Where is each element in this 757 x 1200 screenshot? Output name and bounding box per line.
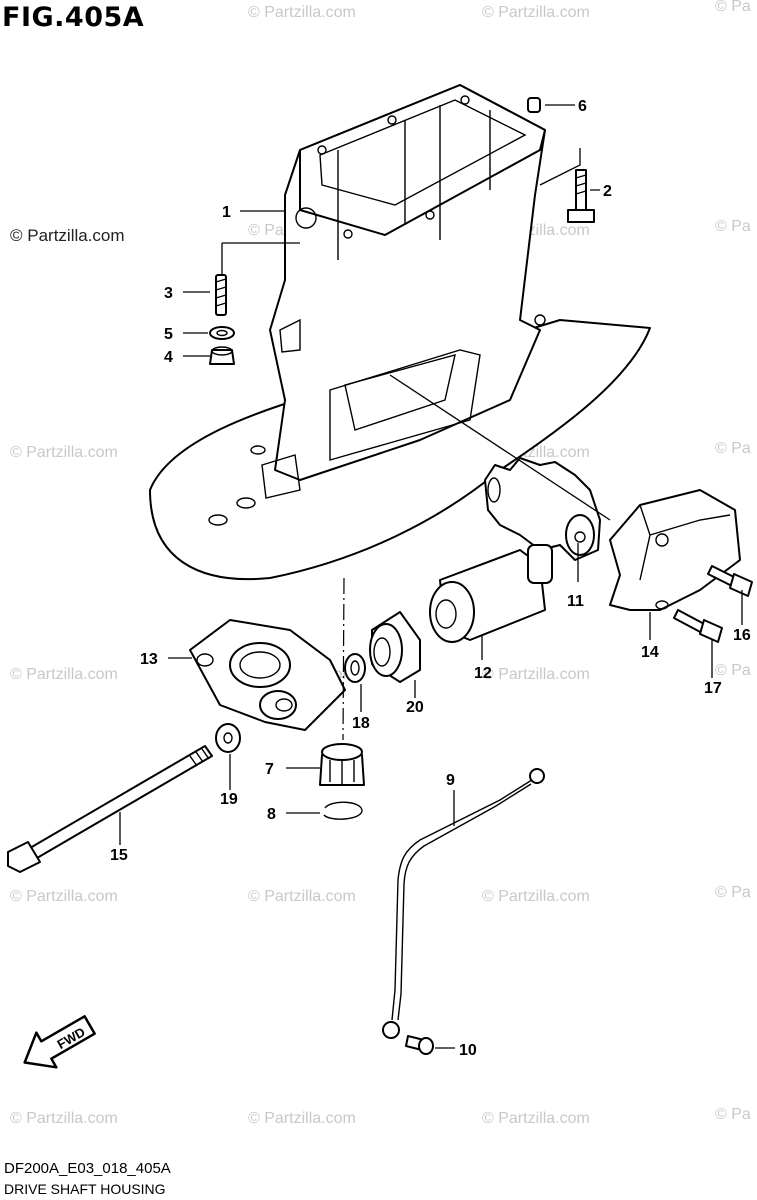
callout-6: 6 bbox=[578, 98, 587, 115]
dowel-pin-part bbox=[527, 97, 541, 113]
washer-part bbox=[209, 326, 235, 340]
nut-part bbox=[209, 346, 235, 365]
callout-16: 16 bbox=[733, 627, 751, 644]
callout-14: 14 bbox=[641, 644, 659, 661]
callout-15: 15 bbox=[110, 847, 128, 864]
callout-12: 12 bbox=[474, 665, 492, 682]
watermark: © Partzilla.com bbox=[10, 666, 118, 683]
forward-arrow-icon bbox=[23, 1015, 96, 1069]
callout-7: 7 bbox=[265, 761, 274, 778]
mount-bracket-part bbox=[609, 489, 741, 611]
callout-9: 9 bbox=[446, 772, 455, 789]
figure-code: DF200A_E03_018_405A bbox=[4, 1160, 171, 1177]
castle-nut-part bbox=[319, 743, 365, 786]
callout-4: 4 bbox=[164, 349, 173, 366]
callout-18: 18 bbox=[352, 715, 370, 732]
circlip-part bbox=[323, 801, 363, 820]
watermark: © Partzilla.com bbox=[482, 1110, 590, 1127]
callout-10: 10 bbox=[459, 1042, 477, 1059]
bolt-part bbox=[673, 609, 723, 643]
callout-leaders bbox=[119, 104, 743, 1049]
washer-part bbox=[215, 723, 241, 753]
watermark: © Partzilla.com bbox=[482, 888, 590, 905]
callout-3: 3 bbox=[164, 285, 173, 302]
watermark: © Pa bbox=[715, 884, 751, 901]
watermark-main: © Partzilla.com bbox=[10, 226, 125, 245]
drive-shaft-housing-part bbox=[149, 84, 651, 581]
callout-5: 5 bbox=[164, 326, 173, 343]
screw-part bbox=[405, 1035, 434, 1055]
o-ring-part bbox=[344, 653, 366, 683]
callout-11: 11 bbox=[567, 593, 584, 610]
figure-name: DRIVE SHAFT HOUSING bbox=[4, 1181, 166, 1197]
callout-8: 8 bbox=[267, 806, 276, 823]
watermark: © Partzilla.com bbox=[248, 1110, 356, 1127]
watermark: © Partzilla.com bbox=[482, 4, 590, 21]
callout-19: 19 bbox=[220, 791, 238, 808]
callout-20: 20 bbox=[406, 699, 424, 716]
stud-part bbox=[215, 274, 227, 316]
watermark: © Pa bbox=[715, 662, 751, 679]
bracket-housing-part bbox=[189, 619, 346, 731]
bolt-part bbox=[707, 565, 753, 597]
callout-1: 1 bbox=[222, 204, 231, 221]
long-bolt-part bbox=[7, 745, 213, 873]
callout-2: 2 bbox=[603, 183, 612, 200]
rubber-mount-part bbox=[484, 457, 601, 561]
seal-part bbox=[369, 611, 421, 683]
watermark: © Partzilla.com bbox=[10, 444, 118, 461]
bolt-part bbox=[567, 169, 595, 223]
watermark: © Pa bbox=[715, 440, 751, 457]
watermark: © Partzilla.com bbox=[10, 1110, 118, 1127]
bushing-part bbox=[429, 544, 553, 643]
callout-labels: 1 2 3 4 5 6 7 8 9 10 11 12 13 14 15 16 1… bbox=[110, 98, 751, 1059]
callout-13: 13 bbox=[140, 651, 158, 668]
watermark: © Pa bbox=[715, 0, 751, 15]
watermark: © Partzilla.com bbox=[248, 4, 356, 21]
callout-17: 17 bbox=[704, 680, 722, 697]
ground-wire-part bbox=[382, 768, 545, 1039]
watermark: © Pa bbox=[715, 1106, 751, 1123]
watermark: © Partzilla.com bbox=[482, 666, 590, 683]
figure-title: FIG.405A bbox=[2, 2, 145, 33]
watermark: © Partzilla.com bbox=[10, 888, 118, 905]
watermark: © Pa bbox=[715, 218, 751, 235]
watermark: © Partzilla.com bbox=[248, 888, 356, 905]
